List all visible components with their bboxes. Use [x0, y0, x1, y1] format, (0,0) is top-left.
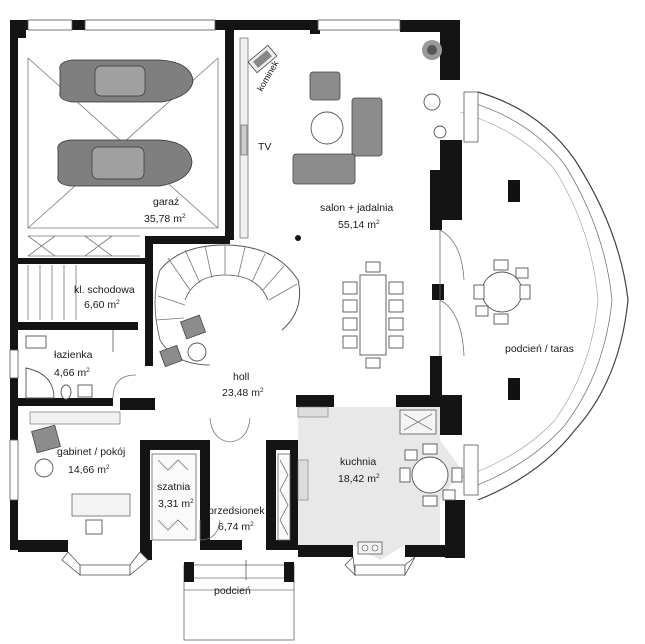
room-area-vestibule: 6,74 m2 [218, 521, 254, 533]
room-name-office: gabinet / pokój [57, 446, 125, 458]
room-name-porch: podcień [214, 585, 251, 597]
tv-label: TV [258, 141, 271, 153]
doors [112, 330, 251, 580]
room-area-stair-hall: 6,60 m2 [84, 299, 120, 311]
terrace [459, 91, 629, 501]
room-area-bathroom: 4,66 m2 [54, 367, 90, 379]
room-name-terrace: podcień / taras [505, 343, 574, 355]
room-area-cloakroom: 3,31 m2 [158, 498, 194, 510]
terrace-table [473, 180, 531, 400]
living-furniture [239, 37, 447, 241]
room-labels: garaż 35,78 m2 salon + jadalnia 55,14 m2… [54, 59, 574, 597]
walls [10, 20, 465, 560]
wardrobe [151, 453, 291, 541]
room-name-bathroom: łazienka [54, 349, 93, 361]
dining-table [342, 261, 404, 369]
entry-porch [183, 562, 295, 641]
room-name-cloakroom: szatnia [157, 481, 190, 493]
room-name-kitchen: kuchnia [340, 456, 376, 468]
stairs [27, 235, 140, 320]
car-top [59, 59, 194, 103]
room-name-vestibule: przedsionek [208, 505, 265, 517]
kitchen [297, 406, 463, 560]
room-name-stair-hall: kl. schodowa [74, 284, 135, 296]
spiral-staircase [154, 244, 301, 368]
plant-icon [422, 40, 442, 60]
room-area-hall: 23,48 m2 [222, 387, 264, 399]
glass-doors [439, 229, 465, 357]
room-name-living: salon + jadalnia [320, 202, 393, 214]
room-area-garage: 35,78 m2 [144, 213, 186, 225]
garage-area [27, 57, 219, 229]
fireplace-icon [247, 44, 278, 74]
room-area-office: 14,66 m2 [68, 464, 110, 476]
room-name-hall: holl [233, 371, 249, 383]
room-area-kitchen: 18,42 m2 [338, 473, 380, 485]
windows [9, 19, 479, 577]
office-furniture [29, 411, 131, 535]
room-name-garage: garaż [153, 196, 179, 208]
room-area-living: 55,14 m2 [338, 219, 380, 231]
car-bottom [57, 139, 193, 187]
bathroom-fixtures [25, 335, 93, 400]
